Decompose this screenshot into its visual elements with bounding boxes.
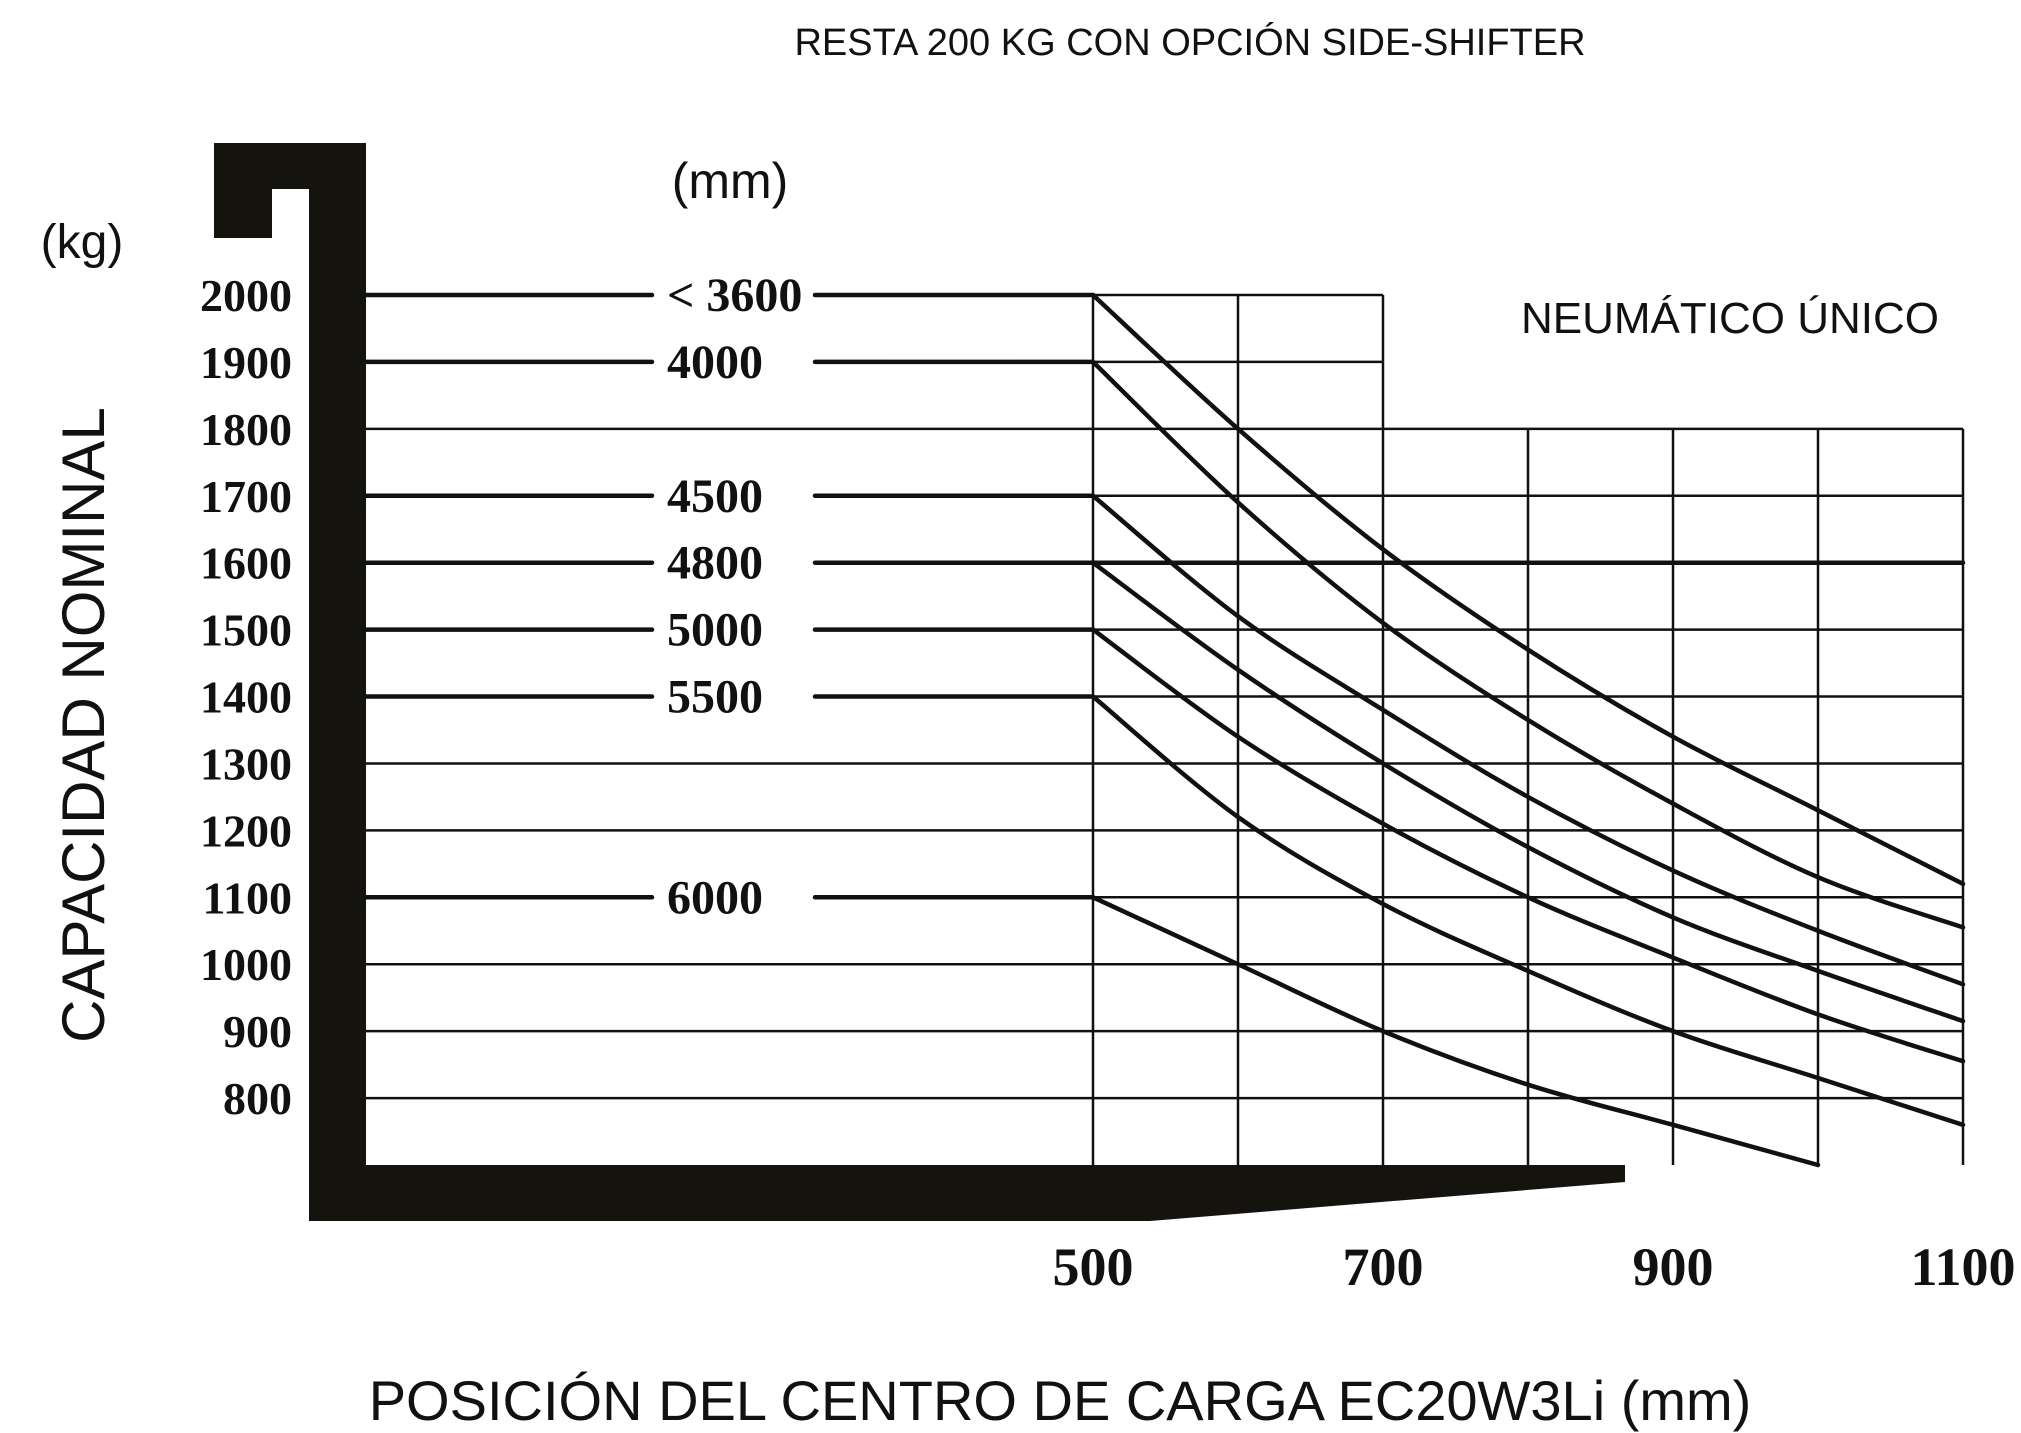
- series-curve: [1090, 895, 1821, 1168]
- x-tick-label: 900: [1633, 1237, 1714, 1297]
- y-tick-labels: 2000 1900 1800 1700 1600 1500 1400 1300 1200 1100…: [200, 270, 292, 1124]
- x-tick-label: 700: [1343, 1237, 1424, 1297]
- y-tick-label: 2000: [200, 270, 292, 321]
- series-label: < 3600: [667, 269, 802, 322]
- y-tick-label: 1400: [200, 672, 292, 723]
- y-axis-label: CAPACIDAD NOMINAL: [50, 407, 117, 1043]
- series-labels: < 3600 4000 4500 4800 5000 5500 6000: [667, 269, 802, 924]
- y-tick-label: 1800: [200, 404, 292, 455]
- x-tick-label: 1100: [1910, 1237, 2015, 1297]
- y-tick-label: 900: [223, 1006, 292, 1057]
- series-label: 4500: [667, 470, 763, 523]
- series-label: 6000: [667, 871, 763, 924]
- series-label: 4000: [667, 336, 763, 389]
- series-curve: [1090, 627, 1966, 1064]
- series-curve: [1090, 694, 1966, 1128]
- chart-grid: [366, 293, 1965, 1165]
- y-tick-label: 1100: [203, 872, 292, 923]
- x-tick-label: 500: [1053, 1237, 1134, 1297]
- y-tick-label: 800: [223, 1073, 292, 1124]
- series-label: 5500: [667, 671, 763, 724]
- series-label: 5000: [667, 604, 763, 657]
- series-curve: [1090, 292, 1966, 887]
- chart-title: RESTA 200 KG CON OPCIÓN SIDE-SHIFTER: [794, 21, 1585, 64]
- y-tick-label: 1200: [200, 805, 292, 856]
- series-curve: [1090, 560, 1966, 1024]
- y-tick-label: 1700: [200, 471, 292, 522]
- y-tick-label: 1500: [200, 605, 292, 656]
- series-curve: [1090, 493, 1966, 987]
- x-axis-label: POSICIÓN DEL CENTRO DE CARGA EC20W3Li (m…: [369, 1369, 1752, 1432]
- fork-silhouette: [214, 143, 1625, 1221]
- series-label: 4800: [667, 537, 763, 590]
- y-tick-label: 1000: [200, 939, 292, 990]
- y-tick-label: 1300: [200, 738, 292, 789]
- chart-subtitle: NEUMÁTICO ÚNICO: [1521, 294, 1939, 343]
- series-lines: [363, 292, 1966, 1168]
- y-tick-label: 1900: [200, 337, 292, 388]
- series-curve: [1090, 359, 1966, 930]
- x-tick-labels: 500 700 900 1100: [1053, 1237, 2016, 1297]
- series-unit-label: (mm): [672, 153, 789, 209]
- y-unit-label: (kg): [41, 216, 124, 269]
- y-tick-label: 1600: [200, 538, 292, 589]
